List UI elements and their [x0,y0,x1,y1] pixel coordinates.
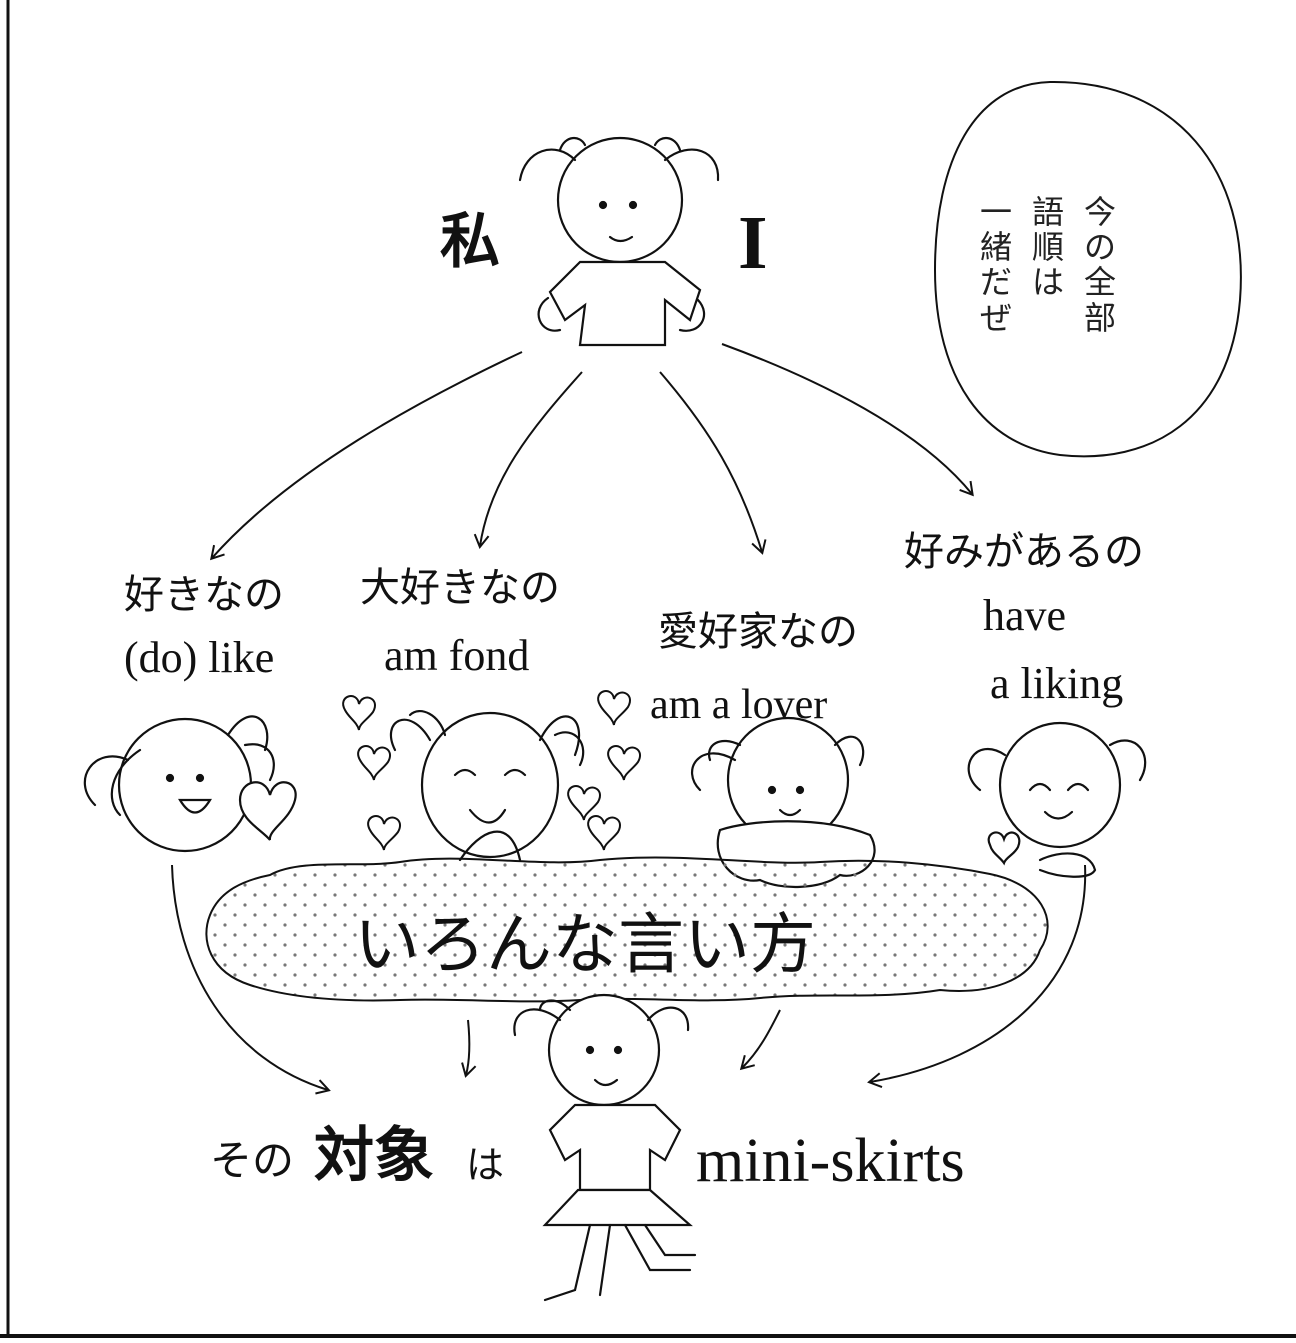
top-girl-illustration [518,136,720,347]
verb-4-en-line2: a liking [990,659,1124,708]
verb-1-en: (do) like [124,633,275,682]
hearts-decoration [342,690,641,851]
speech-bubble-outline [933,80,1242,458]
verb-arrows [210,343,974,561]
object-arrows [171,864,1087,1095]
object-en: mini-skirts [696,1127,965,1195]
bubble-col-1: 今の全部 [1083,193,1116,337]
object-particle: は [466,1143,505,1187]
bubble-col-3: 一緒だぜ [979,193,1012,337]
girl-am-fond [389,710,585,862]
girl-liking [967,721,1147,878]
verb-3-jp: 愛好家なの [658,609,858,655]
object-bold: 対象 [314,1121,434,1191]
verb-3-en: am a lover [650,682,828,728]
object-prefix: その [210,1136,295,1185]
verb-2-en: am fond [384,631,530,680]
cloud-caption: いろんな言い方 [354,906,816,983]
girl-do-like [83,715,297,853]
verb-1-jp: 好きなの [124,572,284,618]
verb-2-jp: 大好きなの [360,565,560,611]
subject-jp: 私 [440,207,500,277]
dotted-cloud [205,856,1049,1003]
subject-en: I [738,201,768,285]
verb-4-jp: 好みがあるの [904,529,1144,575]
bubble-col-2: 語順は [1031,193,1064,302]
verb-4-en-line1: have [983,591,1067,640]
bottom-girl-illustration [513,993,697,1302]
